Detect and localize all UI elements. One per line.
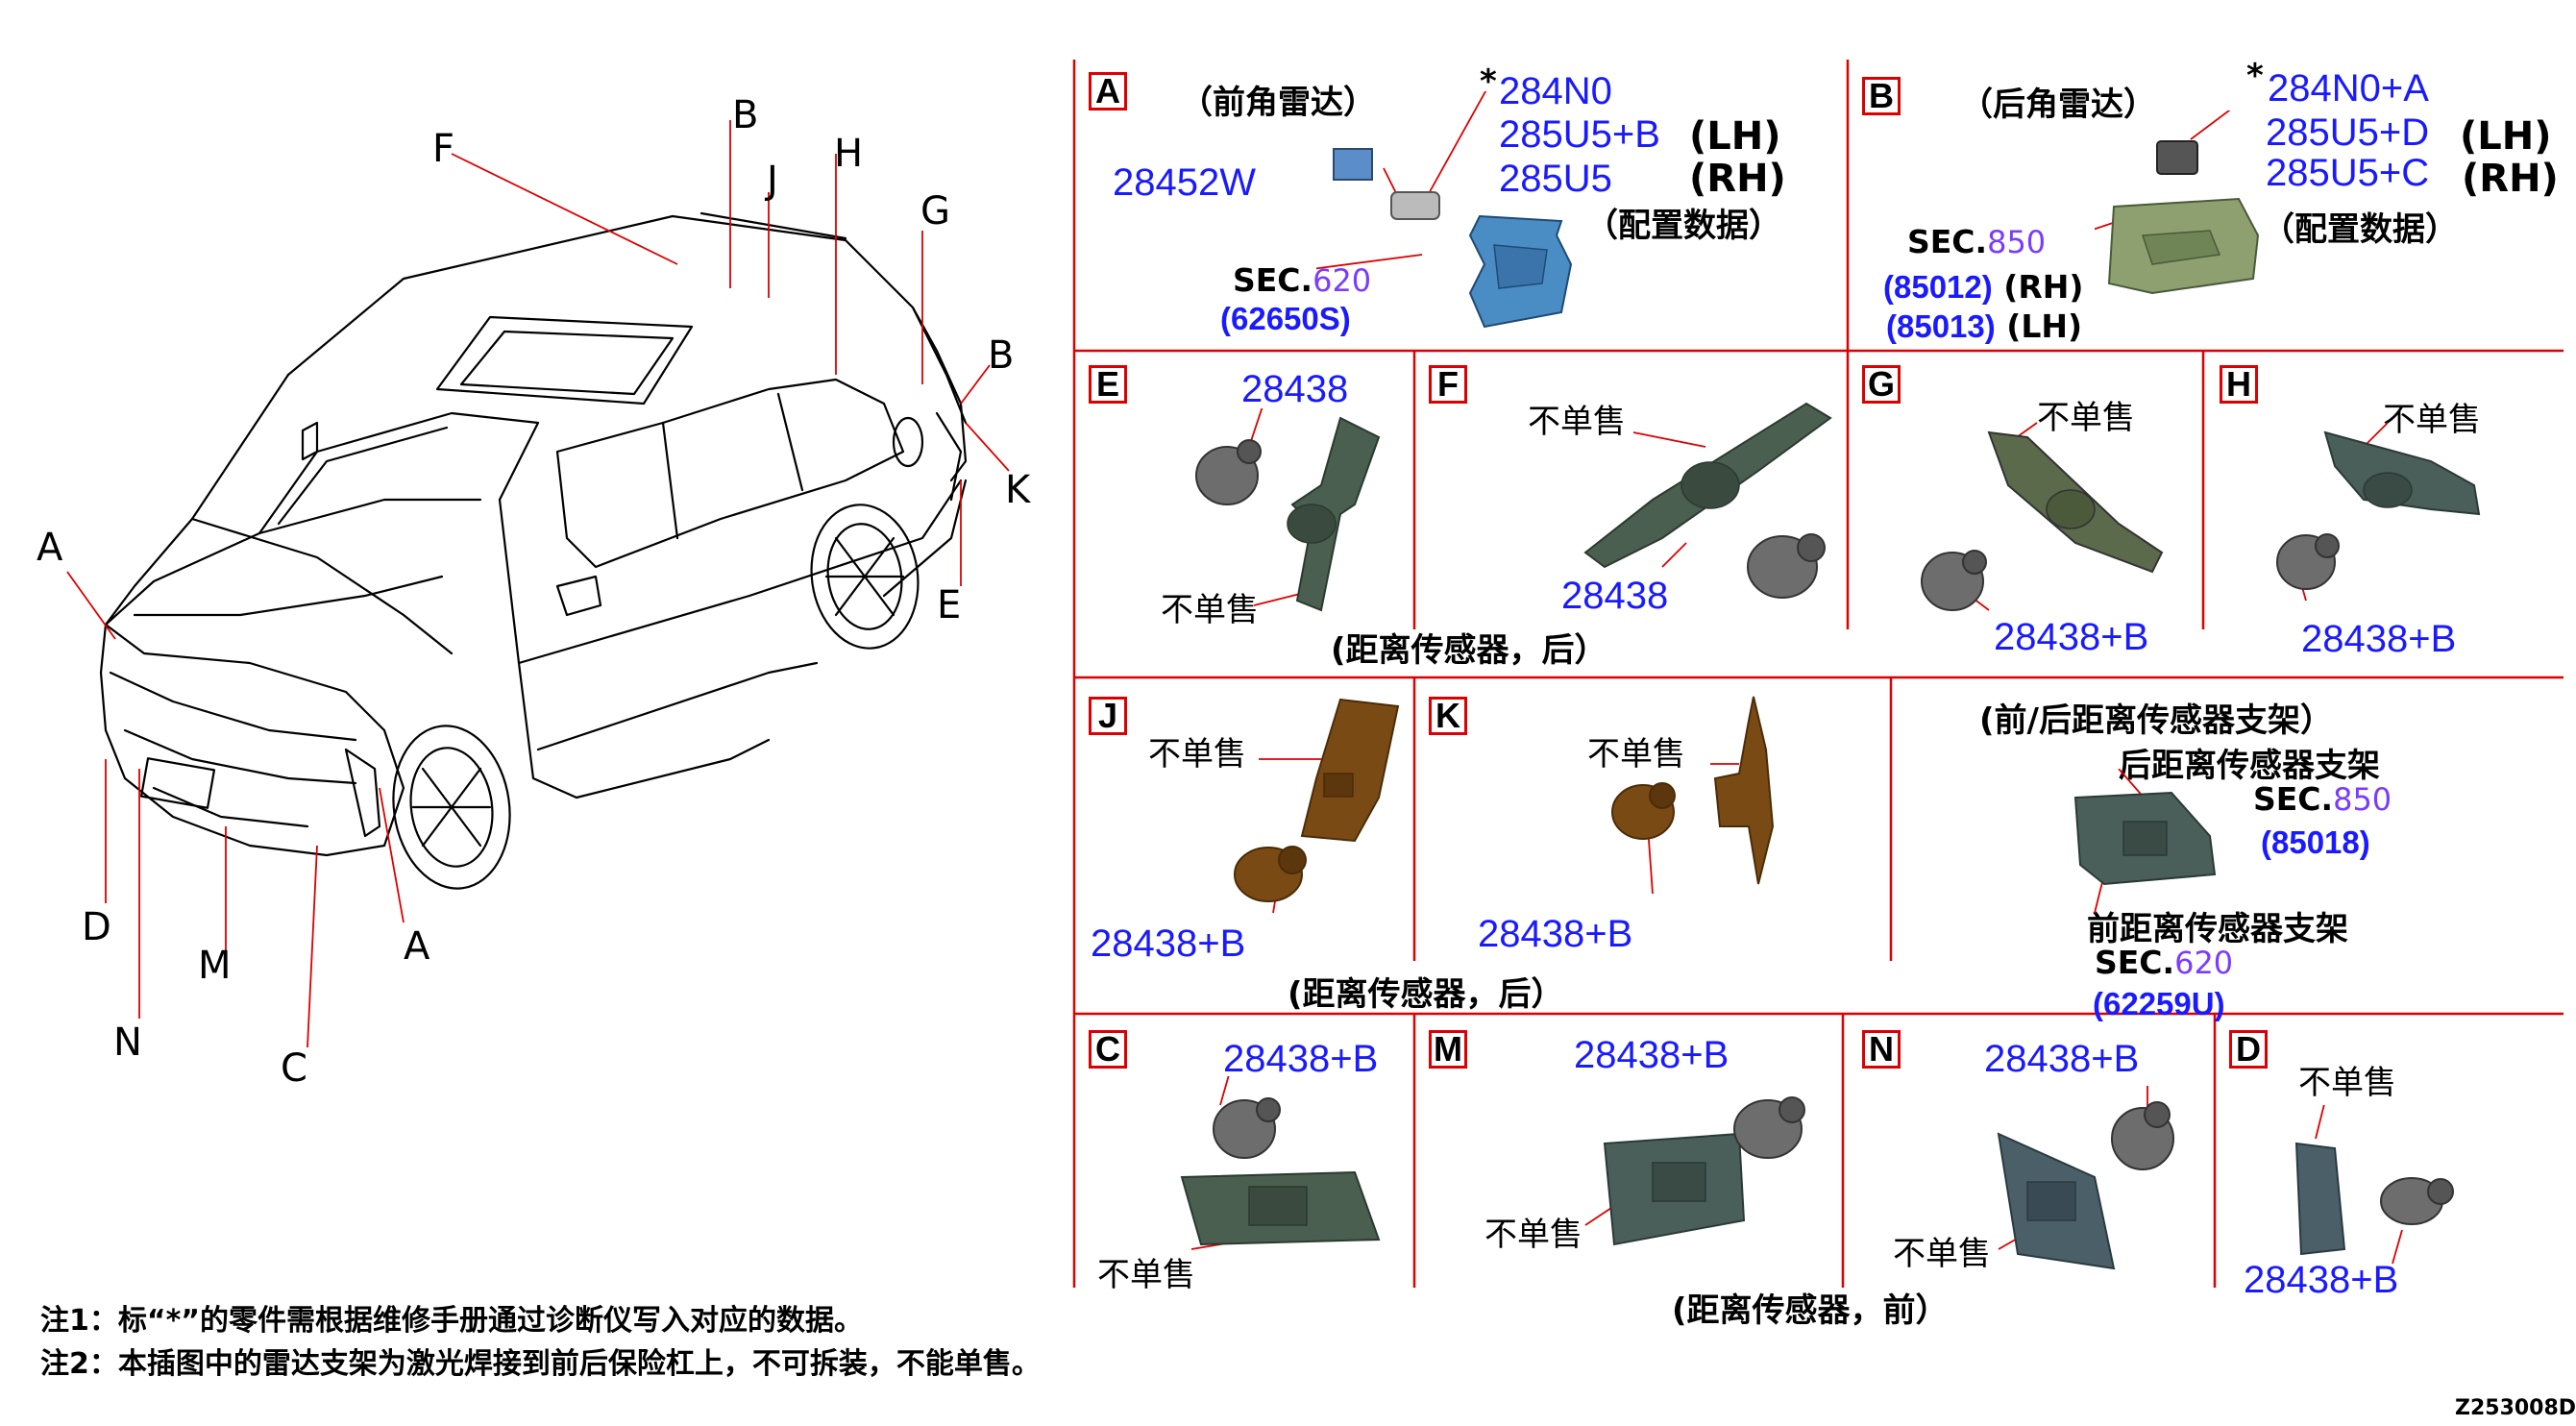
panel-c-letter: C <box>1089 1029 1127 1069</box>
panel-e-not-sold: 不单售 <box>1161 591 1259 629</box>
bracket-front-sec: SEC.620 <box>2095 944 2234 981</box>
panel-b-partno-284n0a: 284N0+A <box>2268 67 2429 110</box>
panel-c-not-sold: 不单售 <box>1097 1256 1195 1294</box>
panel-b-partno-285u5d: 285U5+D <box>2266 111 2430 154</box>
car-label-c: C <box>281 1046 307 1091</box>
car-label-j: J <box>767 159 778 203</box>
panel-d-partno: 28438+B <box>2244 1259 2399 1301</box>
panel-g-not-sold: 不单售 <box>2037 399 2135 437</box>
panel-a-partno-284n0: 284N0 <box>1499 70 1612 112</box>
bracket-rear-ref: (85018) <box>2261 824 2370 860</box>
panel-a-letter: A <box>1089 71 1127 111</box>
panel-b-partno-285u5c: 285U5+C <box>2266 152 2430 194</box>
panel-n-parts <box>1997 1086 2174 1270</box>
row4-caption: (距离传感器，前） <box>1672 1291 1949 1330</box>
panel-c-partno: 28438+B <box>1223 1038 1379 1080</box>
panel-d-not-sold: 不单售 <box>2298 1064 2396 1102</box>
bracket-parts <box>2073 769 2217 914</box>
panel-b-config: （配置数据） <box>2262 210 2458 249</box>
panel-a-lh: (LH) <box>1689 114 1781 159</box>
panel-b-parts <box>2095 111 2260 295</box>
panel-g-partno: 28438+B <box>1994 616 2149 658</box>
car-label-k: K <box>1005 468 1031 512</box>
panel-f-partno: 28438 <box>1561 575 1669 617</box>
panel-e-letter: E <box>1089 364 1127 404</box>
panel-j-not-sold: 不单售 <box>1148 735 1246 774</box>
panel-b-ref-rh: (85012) (RH) <box>1883 268 2084 306</box>
note-2: 注2：本插图中的雷达支架为激光焊接到前后保险杠上，不可拆装，不能单售。 <box>40 1347 1041 1381</box>
row3-caption: (距离传感器，后） <box>1288 975 1564 1014</box>
row2-caption: (距离传感器，后） <box>1331 631 1607 670</box>
bracket-rear-sec: SEC.850 <box>2253 780 2392 818</box>
panel-a-title: （前角雷达） <box>1180 84 1376 122</box>
panel-j-letter: J <box>1089 696 1127 735</box>
car-label-a-bottom: A <box>404 924 430 969</box>
panel-a-parts <box>1316 91 1573 329</box>
car-label-n: N <box>113 1020 142 1065</box>
car-label-h: H <box>834 132 864 176</box>
panel-g-parts <box>1921 422 2164 611</box>
panel-k-letter: K <box>1429 696 1467 735</box>
panel-b-lh: (LH) <box>2460 114 2552 159</box>
panel-j-partno: 28438+B <box>1091 922 1246 965</box>
panel-h-not-sold: 不单售 <box>2383 401 2481 439</box>
car-label-a-top: A <box>37 526 63 570</box>
car-label-g: G <box>920 189 950 234</box>
panel-a-sec: SEC.620 <box>1233 261 1372 299</box>
panel-k-partno: 28438+B <box>1478 913 1633 955</box>
panel-m-not-sold: 不单售 <box>1484 1216 1582 1254</box>
panel-c-parts <box>1180 1076 1381 1250</box>
panel-b-title: （后角雷达） <box>1960 86 2156 124</box>
panel-a-ref: (62650S) <box>1220 301 1351 336</box>
panel-d-letter: D <box>2229 1029 2268 1069</box>
panel-f-parts <box>1583 402 1832 599</box>
panel-n-not-sold: 不单售 <box>1893 1235 1991 1273</box>
panel-a-star: * <box>1480 62 1497 101</box>
panel-b-sec: SEC.850 <box>1907 223 2047 260</box>
panel-f-letter: F <box>1429 364 1467 404</box>
panel-a-config: （配置数据） <box>1585 207 1781 245</box>
bracket-front-ref: (62259U) <box>2093 986 2225 1021</box>
panel-m-partno: 28438+B <box>1574 1034 1730 1076</box>
panel-k-not-sold: 不单售 <box>1587 735 1685 774</box>
panel-n-letter: N <box>1862 1029 1901 1069</box>
figure-code: Z253008D <box>2455 1396 2576 1420</box>
car-label-e: E <box>937 583 962 627</box>
bracket-rear-label: 后距离传感器支架 <box>2119 747 2380 785</box>
panel-b-rh: (RH) <box>2462 157 2559 201</box>
panel-j-parts <box>1234 698 1400 914</box>
car-label-b-side: B <box>988 333 1015 378</box>
car-label-m: M <box>198 944 232 988</box>
panel-a-partno-285u5b: 285U5+B <box>1499 113 1660 156</box>
bracket-title: (前/后距离传感器支架） <box>1979 701 2333 740</box>
vehicle-illustration <box>66 120 1010 1048</box>
panel-g-letter: G <box>1862 364 1901 404</box>
panel-h-parts <box>2276 422 2481 602</box>
panel-e-partno: 28438 <box>1241 368 1349 410</box>
bracket-front-label: 前距离传感器支架 <box>2087 910 2348 948</box>
panel-n-partno: 28438+B <box>1984 1038 2140 1080</box>
panel-a-partno-28452w: 28452W <box>1113 161 1256 204</box>
panel-h-partno: 28438+B <box>2301 618 2457 660</box>
panel-b-letter: B <box>1862 76 1901 115</box>
panel-f-not-sold: 不单售 <box>1528 403 1626 441</box>
panel-m-letter: M <box>1429 1029 1467 1069</box>
panel-h-letter: H <box>2220 364 2258 404</box>
panel-a-rh: (RH) <box>1689 157 1786 201</box>
car-label-b-top: B <box>732 93 759 137</box>
panel-b-ref-lh: (85013) (LH) <box>1886 307 2083 345</box>
note-1: 注1：标“*”的零件需根据维修手册通过诊断仪写入对应的数据。 <box>40 1304 863 1338</box>
panel-m-parts <box>1584 1096 1805 1246</box>
panel-k-parts <box>1611 696 1775 895</box>
panel-b-star: * <box>2246 57 2264 95</box>
panel-d-parts <box>2294 1105 2454 1265</box>
panel-a-partno-285u5: 285U5 <box>1499 158 1612 200</box>
panel-e-parts <box>1195 408 1381 612</box>
car-label-f: F <box>432 127 455 171</box>
car-label-d: D <box>82 905 111 949</box>
